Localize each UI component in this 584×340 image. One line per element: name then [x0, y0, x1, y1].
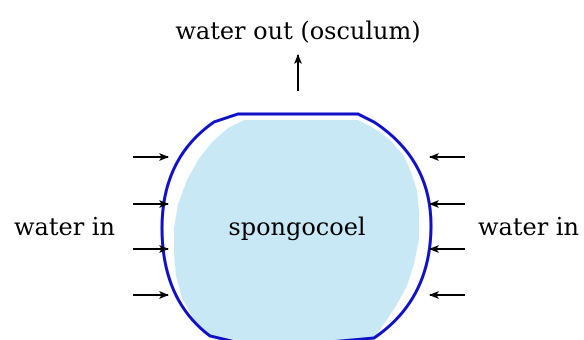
- spongocoel-fill: [174, 120, 419, 340]
- right-water-in-label: water in: [478, 213, 579, 241]
- spongocoel-label: spongocoel: [228, 213, 365, 241]
- water-out-label: water out (osculum): [175, 17, 420, 45]
- left-water-in-label: water in: [14, 213, 115, 241]
- left-arrows: [133, 153, 169, 299]
- sponge-outline: [160, 112, 433, 340]
- sponge-body: [160, 112, 433, 340]
- right-arrows: [429, 153, 465, 299]
